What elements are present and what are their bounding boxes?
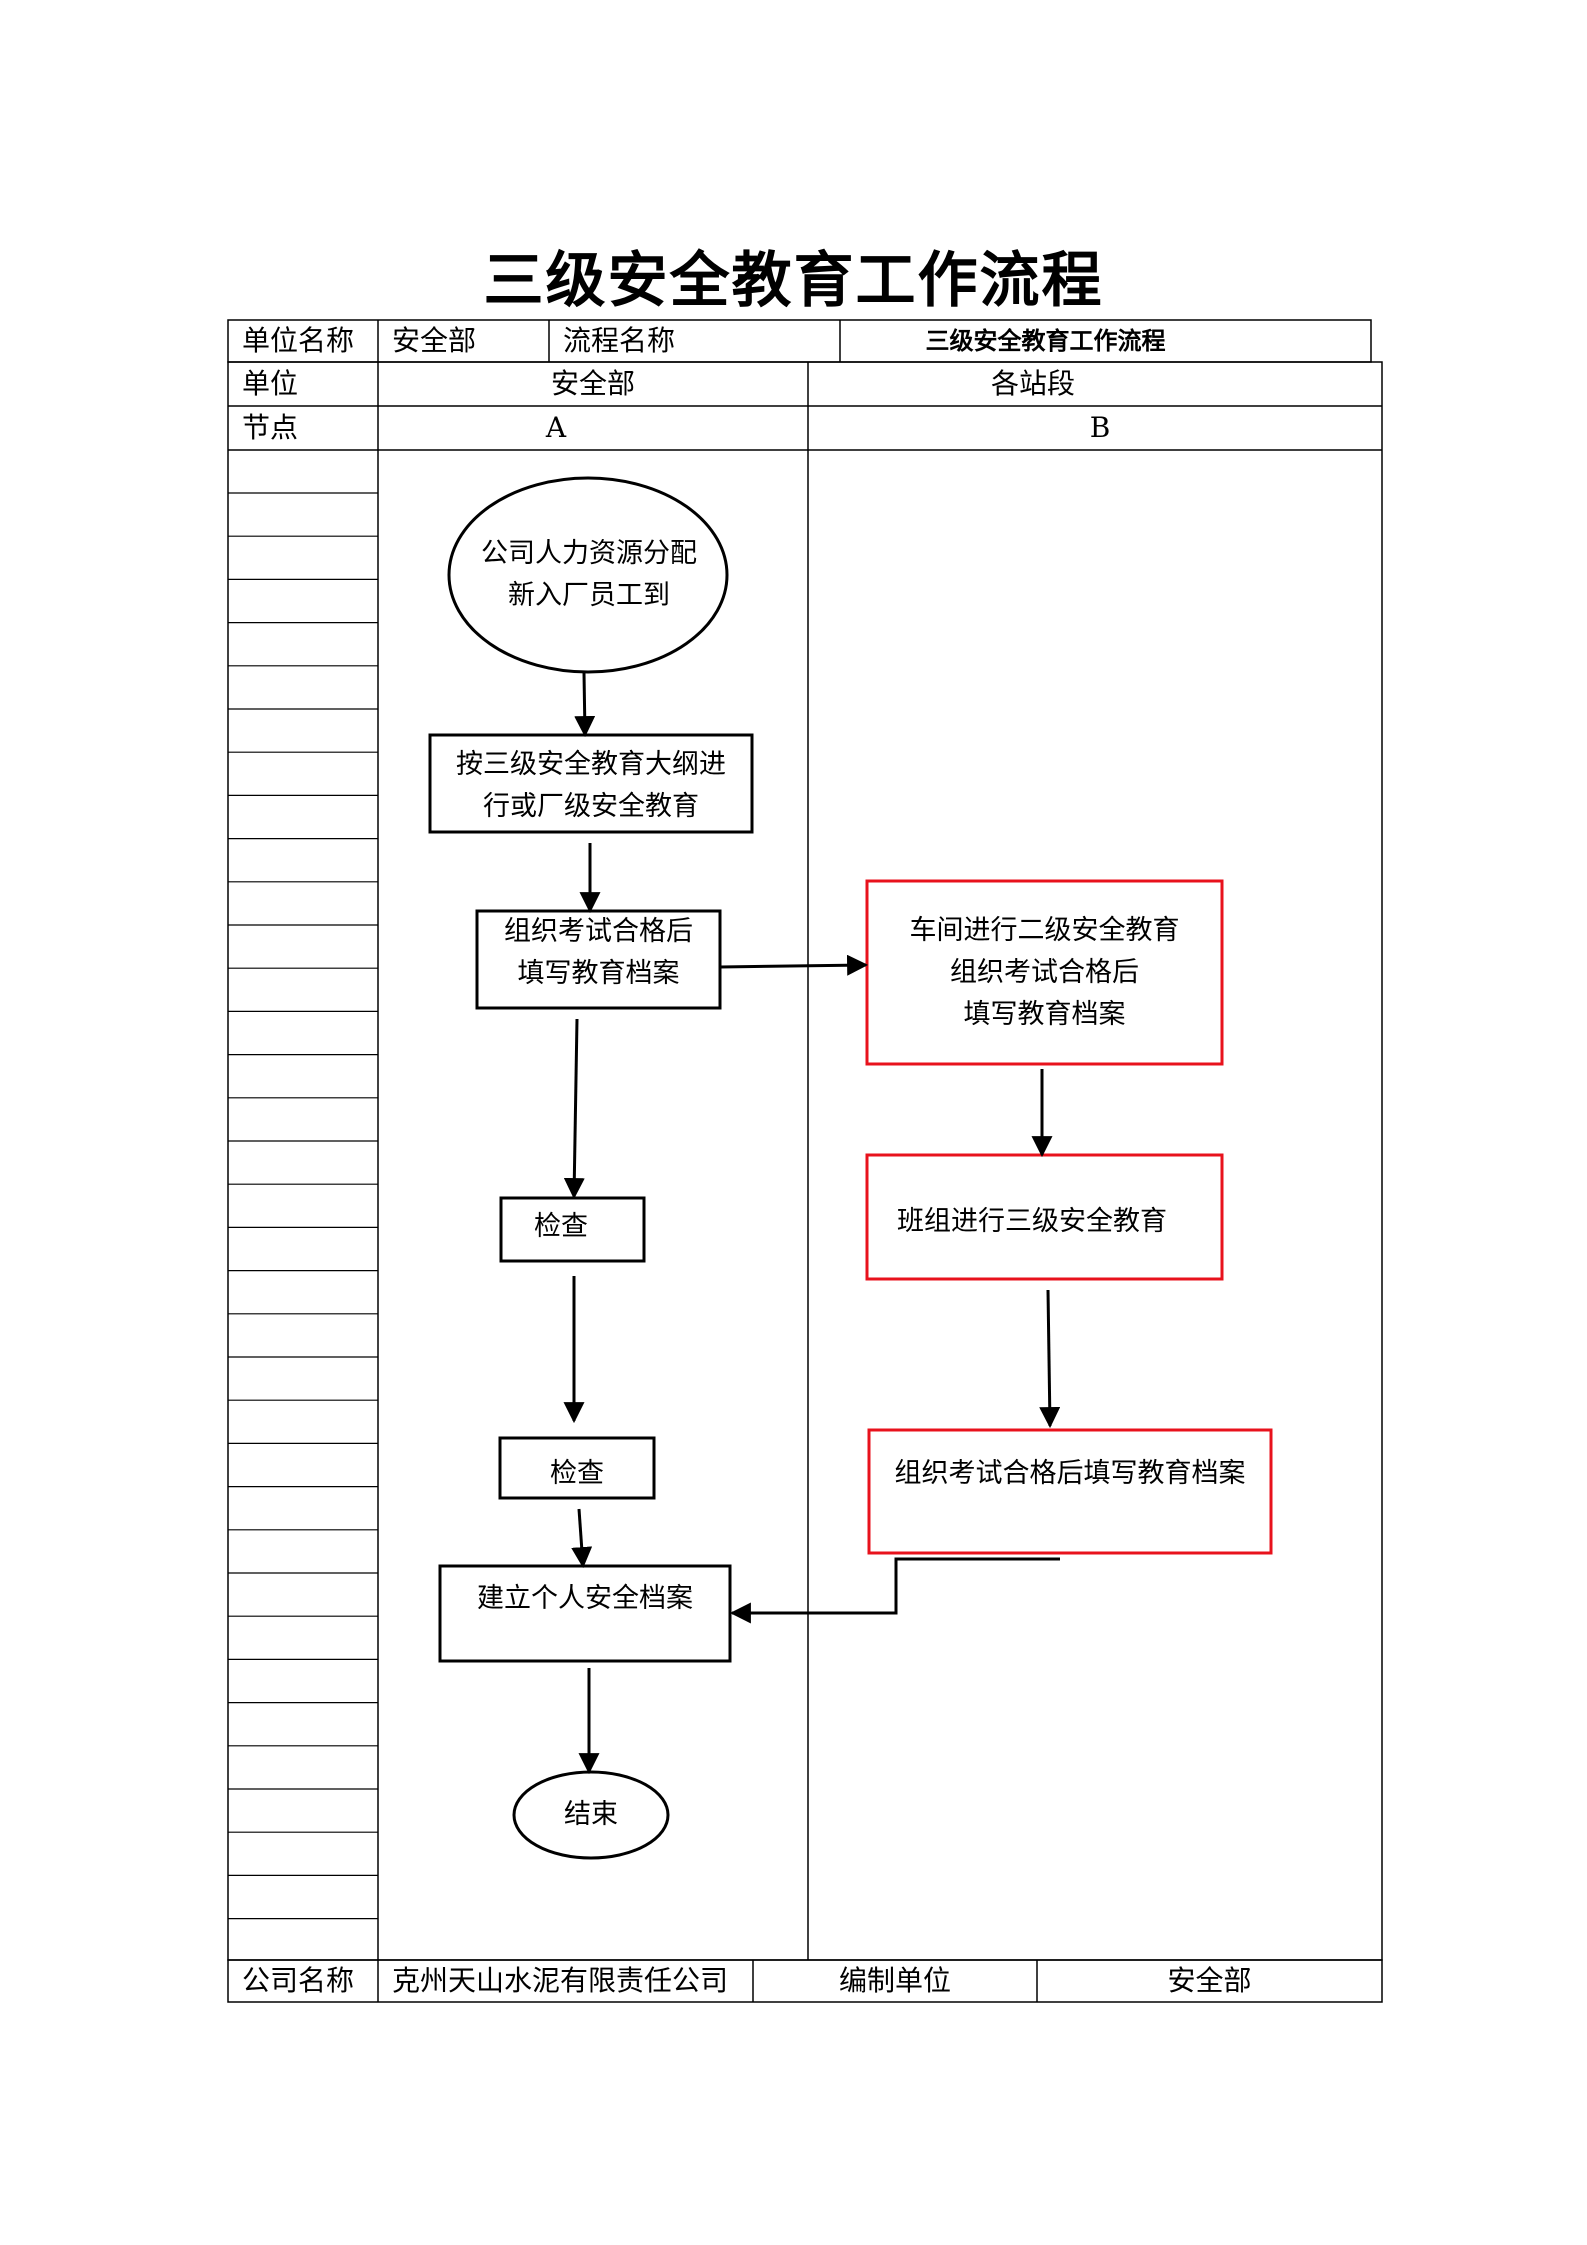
archive-node: [438, 1564, 732, 1663]
arrow-team-to-exam-b: [1039, 1289, 1061, 1429]
team-edu-text: 班组进行三级安全教育: [897, 1206, 1167, 1237]
arrow-start-to-factory: [574, 672, 596, 738]
exam-a-node: [475, 909, 722, 1010]
lane-a-node: A: [545, 411, 567, 444]
company-value: 克州天山水泥有限责任公司: [392, 1964, 729, 1997]
unit-label: 单位: [242, 367, 299, 400]
exam-b-node: [867, 1428, 1273, 1555]
check2-node: [498, 1436, 656, 1500]
unit-name-value: 安全部: [392, 324, 477, 357]
lane-b-node: B: [1089, 411, 1111, 444]
end-text: 结束: [564, 1799, 618, 1830]
arrow-exam-to-workshop: [719, 954, 869, 976]
lane-b-unit: 各站段: [990, 367, 1075, 400]
arrow-check2-to-archive: [571, 1508, 593, 1569]
workshop-edu-node: [865, 879, 1224, 1066]
compiler-value: 安全部: [1167, 1964, 1252, 1997]
workshop-edu-text: 车间进行二级安全教育 组织考试合格后 填写教育档案: [909, 915, 1180, 1030]
start-node: [447, 476, 729, 674]
process-name-label: 流程名称: [563, 324, 676, 357]
exam-b-text: 组织考试合格后填写教育档案: [894, 1458, 1246, 1489]
compiler-label: 编制单位: [838, 1964, 951, 1997]
process-name-value: 三级安全教育工作流程: [925, 326, 1166, 355]
start-node-text: 公司人力资源分配 新入厂员工到: [481, 538, 697, 611]
team-edu-node: [865, 1153, 1224, 1281]
page-title: 三级安全教育工作流程: [483, 246, 1104, 316]
node-label: 节点: [242, 411, 299, 444]
company-label: 公司名称: [242, 1964, 355, 1997]
factory-edu-node: [428, 733, 754, 834]
check2-text: 检查: [550, 1458, 604, 1489]
exam-a-text: 组织考试合格后 填写教育档案: [504, 916, 693, 989]
factory-edu-text: 按三级安全教育大纲进 行或厂级安全教育: [456, 749, 726, 822]
check1-node: [499, 1196, 646, 1263]
arrow-exam-b-to-archive: [729, 1557, 1060, 1624]
arrow-exam-to-check1: [563, 1018, 585, 1200]
unit-name-label: 单位名称: [242, 324, 355, 357]
lane-a-unit: 安全部: [550, 367, 635, 400]
check1-text: 检查: [534, 1211, 588, 1242]
archive-text: 建立个人安全档案: [477, 1583, 693, 1614]
